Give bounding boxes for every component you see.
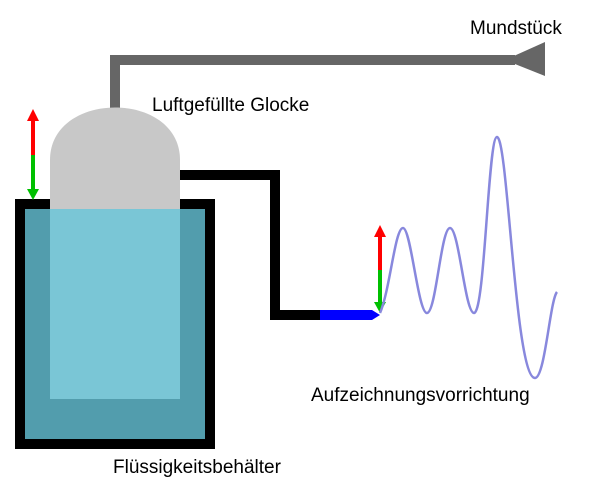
bell-motion-arrow <box>27 109 39 200</box>
label-bell: Luftgefüllte Glocke <box>152 95 309 116</box>
mouthpiece <box>505 42 545 76</box>
breathing-trace <box>378 135 559 380</box>
label-mouthpiece: Mundstück <box>470 18 562 39</box>
bell-dome <box>50 107 180 209</box>
signal-tube <box>180 170 322 320</box>
stylus <box>320 310 380 320</box>
inner-liquid <box>50 209 180 399</box>
label-recorder: Aufzeichnungsvorrichtung <box>311 385 530 406</box>
label-container: Flüssigkeitsbehälter <box>113 457 282 478</box>
air-tube <box>110 55 515 112</box>
